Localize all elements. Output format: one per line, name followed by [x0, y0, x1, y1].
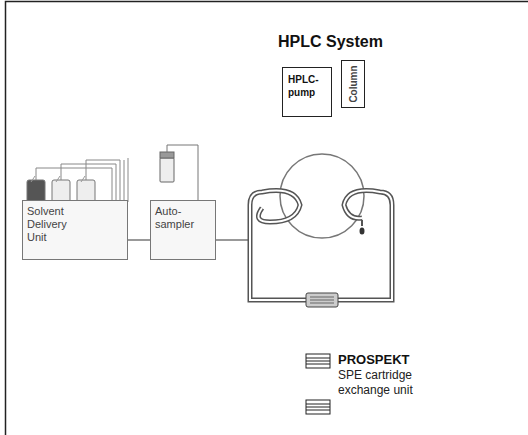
spe-cartridge [306, 293, 338, 307]
frame [6, 2, 528, 435]
pump-box: HPLC- pump [282, 67, 332, 117]
node-label: HPLC- pump [288, 73, 326, 99]
node-label: Column [347, 65, 360, 102]
tubing-connector [128, 240, 150, 241]
sample-vial [160, 145, 198, 202]
unit-name: PROSPEKT [338, 352, 458, 367]
column-box: Column [341, 60, 365, 108]
node-label: Solvent Delivery Unit [27, 205, 89, 244]
switching-valve [250, 154, 392, 300]
unit-box: Auto- sampler [150, 200, 216, 260]
tubing [216, 239, 248, 241]
unit-box: Solvent Delivery Unit [22, 200, 128, 260]
unit-description: SPE cartridge exchange unit [338, 368, 438, 398]
diagram-title: HPLC System [278, 33, 383, 51]
solvent-bottles [27, 158, 128, 202]
node-label: Auto- sampler [155, 205, 205, 231]
cartridge-icons [306, 354, 330, 414]
